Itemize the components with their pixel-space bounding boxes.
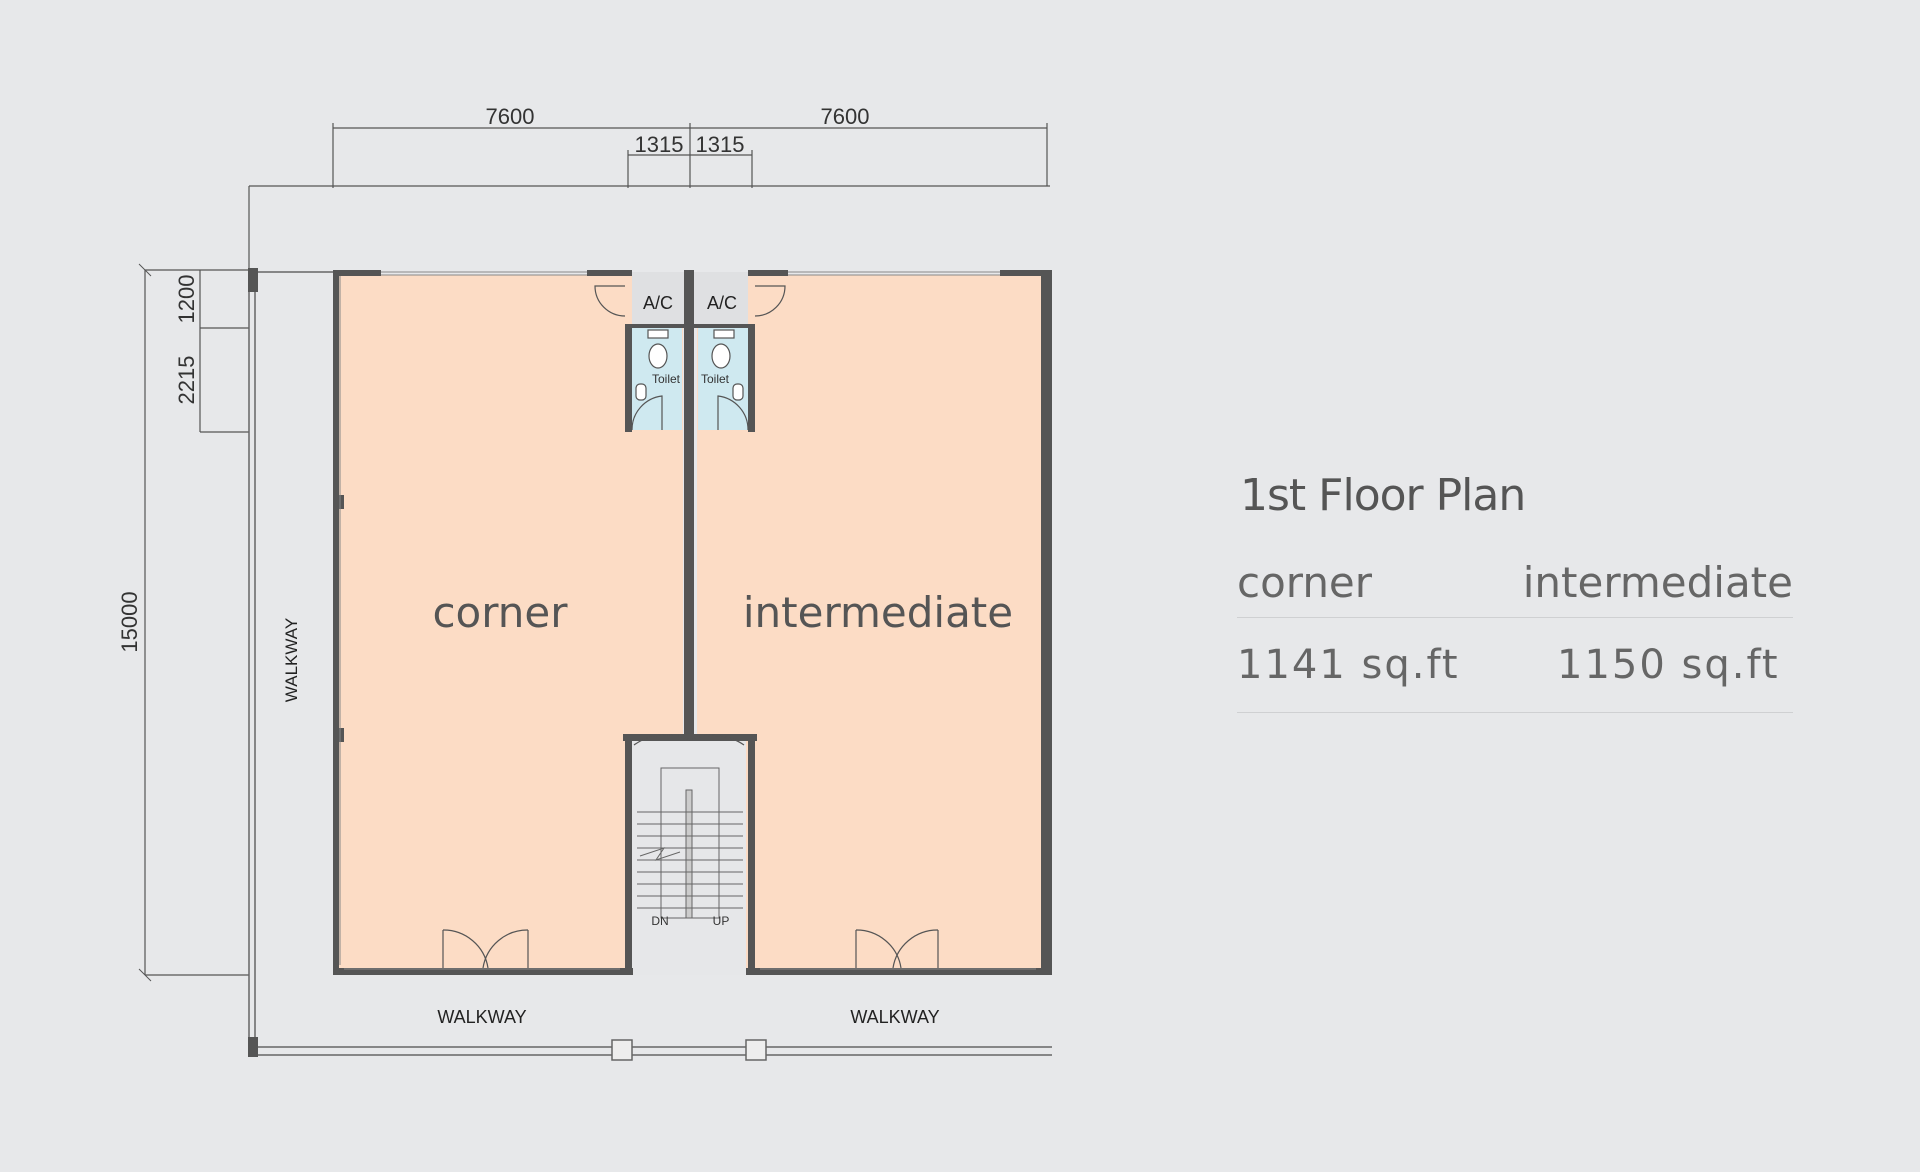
label-stair-dn: DN: [651, 914, 668, 928]
dim-toilet-right: 1315: [696, 132, 745, 157]
area-value-row: 1141 sq.ft 1150 sq.ft: [1237, 618, 1793, 713]
area-summary: 1st Floor Plan corner intermediate 1141 …: [1237, 470, 1793, 713]
dim-side-total: 15000: [117, 591, 142, 652]
label-walkway-bottom-right: WALKWAY: [850, 1007, 939, 1027]
area-header-row: corner intermediate: [1237, 547, 1793, 618]
header-intermediate: intermediate: [1522, 557, 1793, 607]
dimension-lines: [138, 123, 1050, 982]
dim-toilet-left: 1315: [635, 132, 684, 157]
fixtures: [635, 329, 744, 401]
stairs: [637, 767, 743, 919]
toilet-right-fill: [698, 326, 748, 430]
label-room-corner: corner: [432, 588, 568, 637]
windows: [339, 271, 1036, 970]
label-stair-up: UP: [713, 914, 730, 928]
column-bottom-mid-a: [611, 1039, 633, 1061]
label-ac-left: A/C: [643, 293, 673, 313]
column-top-left: [248, 268, 258, 292]
toilet-left-fill: [632, 326, 682, 430]
doors: [442, 285, 939, 969]
plan-text: WALKWAY WALKWAY WALKWAY A/C A/C Toilet T…: [282, 293, 1013, 1027]
walls: [333, 270, 1052, 975]
walkway-outline: [248, 270, 1052, 1056]
label-walkway-bottom-left: WALKWAY: [437, 1007, 526, 1027]
value-intermediate: 1150 sq.ft: [1557, 642, 1780, 688]
column-bottom-mid-b: [745, 1039, 767, 1061]
dimension-labels: 7600 7600 1315 1315 1200 2215 15000: [117, 104, 869, 653]
label-room-intermediate: intermediate: [743, 588, 1013, 637]
value-corner: 1141 sq.ft: [1237, 642, 1460, 688]
label-ac-right: A/C: [707, 293, 737, 313]
label-toilet-right: Toilet: [701, 372, 730, 386]
header-corner: corner: [1237, 557, 1373, 607]
label-toilet-left: Toilet: [652, 372, 681, 386]
dim-top-left: 7600: [486, 104, 535, 129]
dim-side-b: 2215: [174, 356, 199, 405]
column-bottom-left: [248, 1037, 258, 1057]
plan-title: 1st Floor Plan: [1240, 470, 1526, 521]
label-walkway-side: WALKWAY: [282, 618, 301, 702]
dim-side-a: 1200: [174, 275, 199, 324]
dim-top-right: 7600: [821, 104, 870, 129]
